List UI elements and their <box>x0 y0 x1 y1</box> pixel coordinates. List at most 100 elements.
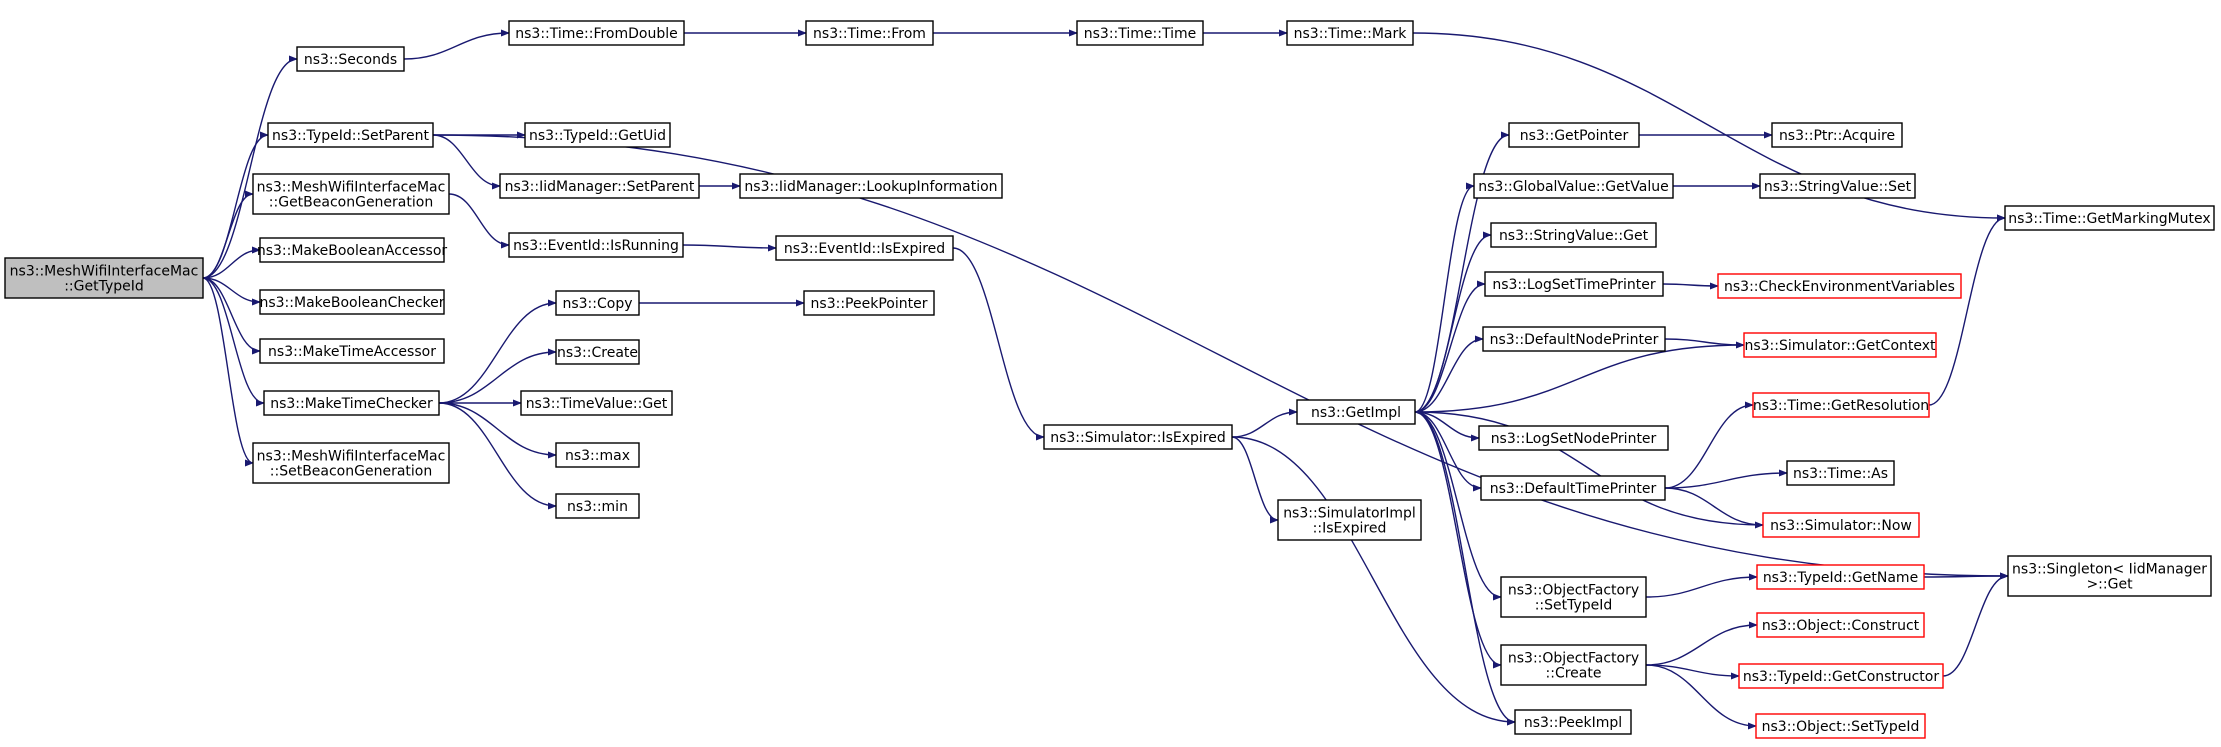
node-box-simimplisexpired[interactable] <box>1277 499 1422 541</box>
node-stringvalueset[interactable]: ns3::StringValue::Set <box>1759 173 1916 199</box>
node-copy[interactable]: ns3::Copy <box>555 290 640 316</box>
node-box-mkboolchecker[interactable] <box>259 289 445 315</box>
node-box-mktimeaccessor[interactable] <box>259 338 445 364</box>
node-box-root[interactable] <box>4 257 204 299</box>
node-simgetcontext[interactable]: ns3::Simulator::GetContext <box>1743 332 1937 358</box>
node-simimplisexpired[interactable]: ns3::SimulatorImpl::IsExpired <box>1277 499 1422 541</box>
node-box-simgetcontext[interactable] <box>1743 332 1937 358</box>
node-objconstruct[interactable]: ns3::Object::Construct <box>1756 612 1925 638</box>
node-getuid[interactable]: ns3::TypeId::GetUid <box>524 122 671 148</box>
node-box-min[interactable] <box>555 493 640 519</box>
node-objfactsettypeid[interactable]: ns3::ObjectFactory::SetTypeId <box>1500 576 1647 618</box>
node-box-peekpointer[interactable] <box>803 290 935 316</box>
node-root[interactable]: ns3::MeshWifiInterfaceMac::GetTypeId <box>4 257 204 299</box>
node-box-objconstruct[interactable] <box>1756 612 1925 638</box>
node-box-getbeacongen[interactable] <box>252 173 450 215</box>
node-getbeacongen[interactable]: ns3::MeshWifiInterfaceMac::GetBeaconGene… <box>252 173 450 215</box>
node-singletonget[interactable]: ns3::Singleton< IidManager >::Get <box>2007 555 2212 597</box>
node-box-copy[interactable] <box>555 290 640 316</box>
node-defaultnodeprinter[interactable]: ns3::DefaultNodePrinter <box>1482 326 1666 352</box>
node-timeas[interactable]: ns3::Time::As <box>1786 460 1895 486</box>
node-box-getmarkingmutex[interactable] <box>2004 205 2215 231</box>
node-box-seconds[interactable] <box>296 46 405 72</box>
node-box-mktimechecker[interactable] <box>263 390 440 416</box>
node-getimpl[interactable]: ns3::GetImpl <box>1296 399 1416 425</box>
node-box-setbeacongen[interactable] <box>252 442 450 484</box>
node-checkenv[interactable]: ns3::CheckEnvironmentVariables <box>1717 273 1962 299</box>
node-box-timeas[interactable] <box>1786 460 1895 486</box>
node-min[interactable]: ns3::min <box>555 493 640 519</box>
node-mktimechecker[interactable]: ns3::MakeTimeChecker <box>263 390 440 416</box>
node-peekpointer[interactable]: ns3::PeekPointer <box>803 290 935 316</box>
node-box-defaulttimeprinter[interactable] <box>1480 475 1666 501</box>
node-max[interactable]: ns3::max <box>555 442 640 468</box>
node-fromdouble[interactable]: ns3::Time::FromDouble <box>508 20 685 46</box>
node-getconstructor[interactable]: ns3::TypeId::GetConstructor <box>1738 663 1944 689</box>
node-mkboolaccessor[interactable]: ns3::MakeBooleanAccessor <box>257 237 448 263</box>
node-box-timefrom[interactable] <box>805 20 934 46</box>
node-eventisexpired[interactable]: ns3::EventId::IsExpired <box>775 235 954 261</box>
node-box-timetime[interactable] <box>1076 20 1204 46</box>
node-typeidgetname[interactable]: ns3::TypeId::GetName <box>1756 564 1925 590</box>
node-timefrom[interactable]: ns3::Time::From <box>805 20 934 46</box>
node-timemark[interactable]: ns3::Time::Mark <box>1286 20 1414 46</box>
node-box-singletonget[interactable] <box>2007 555 2212 597</box>
node-box-checkenv[interactable] <box>1717 273 1962 299</box>
node-box-peekimpl[interactable] <box>1514 709 1632 735</box>
node-box-objfactcreate[interactable] <box>1500 644 1647 686</box>
node-box-fromdouble[interactable] <box>508 20 685 46</box>
node-box-stringvalueget[interactable] <box>1490 222 1657 248</box>
node-lookupinfo[interactable]: ns3::IidManager::LookupInformation <box>739 173 1003 199</box>
node-logsettimeprinter[interactable]: ns3::LogSetTimePrinter <box>1484 271 1664 297</box>
node-simnow[interactable]: ns3::Simulator::Now <box>1762 512 1920 538</box>
node-box-eventisrunning[interactable] <box>508 232 684 258</box>
node-box-typeidgetname[interactable] <box>1756 564 1925 590</box>
node-peekimpl[interactable]: ns3::PeekImpl <box>1514 709 1632 735</box>
node-box-eventisexpired[interactable] <box>775 235 954 261</box>
node-timegetresolution[interactable]: ns3::Time::GetResolution <box>1752 392 1930 418</box>
node-setbeacongen[interactable]: ns3::MeshWifiInterfaceMac::SetBeaconGene… <box>252 442 450 484</box>
node-timetime[interactable]: ns3::Time::Time <box>1076 20 1204 46</box>
node-seconds[interactable]: ns3::Seconds <box>296 46 405 72</box>
node-box-globalvalueget[interactable] <box>1473 173 1674 199</box>
node-box-iidsetparent[interactable] <box>499 173 700 199</box>
node-box-getimpl[interactable] <box>1296 399 1416 425</box>
node-ptracquire[interactable]: ns3::Ptr::Acquire <box>1771 122 1903 148</box>
node-box-timegetresolution[interactable] <box>1752 392 1930 418</box>
node-defaulttimeprinter[interactable]: ns3::DefaultTimePrinter <box>1480 475 1666 501</box>
node-logsetnodeprinter[interactable]: ns3::LogSetNodePrinter <box>1478 425 1669 451</box>
node-box-objsettypeid[interactable] <box>1755 713 1926 739</box>
node-simisexpired[interactable]: ns3::Simulator::IsExpired <box>1043 424 1233 450</box>
node-iidsetparent[interactable]: ns3::IidManager::SetParent <box>499 173 700 199</box>
node-getmarkingmutex[interactable]: ns3::Time::GetMarkingMutex <box>2004 205 2215 231</box>
node-box-ptracquire[interactable] <box>1771 122 1903 148</box>
node-box-timevalueget[interactable] <box>520 390 673 416</box>
node-box-logsetnodeprinter[interactable] <box>1478 425 1669 451</box>
node-box-mkboolaccessor[interactable] <box>259 237 445 263</box>
node-mkboolchecker[interactable]: ns3::MakeBooleanChecker <box>259 289 445 315</box>
node-box-getuid[interactable] <box>524 122 671 148</box>
node-globalvalueget[interactable]: ns3::GlobalValue::GetValue <box>1473 173 1674 199</box>
node-box-simisexpired[interactable] <box>1043 424 1233 450</box>
node-box-objfactsettypeid[interactable] <box>1500 576 1647 618</box>
node-setparent[interactable]: ns3::TypeId::SetParent <box>267 122 434 148</box>
node-box-lookupinfo[interactable] <box>739 173 1003 199</box>
node-eventisrunning[interactable]: ns3::EventId::IsRunning <box>508 232 684 258</box>
node-box-create[interactable] <box>555 339 640 365</box>
node-getpointer[interactable]: ns3::GetPointer <box>1508 122 1640 148</box>
node-mktimeaccessor[interactable]: ns3::MakeTimeAccessor <box>259 338 445 364</box>
node-objsettypeid[interactable]: ns3::Object::SetTypeId <box>1755 713 1926 739</box>
node-box-simnow[interactable] <box>1762 512 1920 538</box>
node-box-defaultnodeprinter[interactable] <box>1482 326 1666 352</box>
node-box-logsettimeprinter[interactable] <box>1484 271 1664 297</box>
node-objfactcreate[interactable]: ns3::ObjectFactory::Create <box>1500 644 1647 686</box>
node-box-stringvalueset[interactable] <box>1759 173 1916 199</box>
node-box-getpointer[interactable] <box>1508 122 1640 148</box>
node-box-max[interactable] <box>555 442 640 468</box>
node-box-setparent[interactable] <box>267 122 434 148</box>
node-box-getconstructor[interactable] <box>1738 663 1944 689</box>
node-box-timemark[interactable] <box>1286 20 1414 46</box>
node-create[interactable]: ns3::Create <box>555 339 640 365</box>
node-timevalueget[interactable]: ns3::TimeValue::Get <box>520 390 673 416</box>
node-stringvalueget[interactable]: ns3::StringValue::Get <box>1490 222 1657 248</box>
